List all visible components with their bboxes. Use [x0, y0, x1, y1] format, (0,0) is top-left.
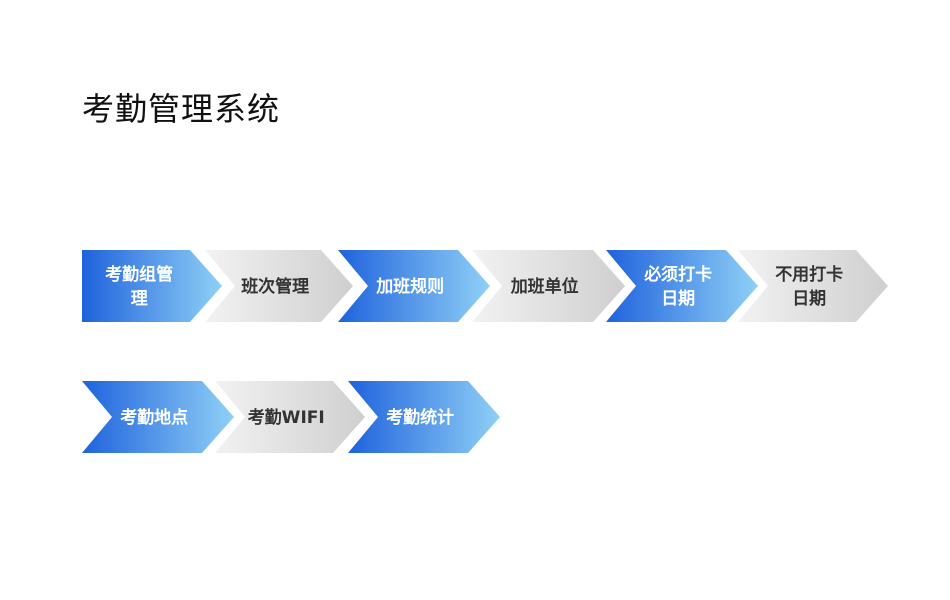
- step-label: 理: [131, 289, 148, 309]
- step-label: 考勤地点: [119, 407, 188, 428]
- chevron-shape: [472, 250, 625, 322]
- step-label: 加班单位: [510, 276, 579, 297]
- step-label: 必须打卡: [643, 264, 712, 285]
- chevron-shape: [82, 381, 234, 453]
- step-label: 加班规则: [375, 276, 444, 297]
- step-label: 不用打卡: [775, 264, 843, 285]
- chevron-shape: [338, 250, 490, 322]
- chevron-shape: [606, 250, 758, 322]
- flow-step-s9[interactable]: 考勤统计: [348, 381, 500, 453]
- chevron-shape: [82, 250, 222, 322]
- step-label: 日期: [661, 289, 695, 309]
- flow-step-s4[interactable]: 加班单位: [472, 250, 625, 322]
- chevron-shape: [205, 250, 353, 322]
- step-label: 日期: [792, 289, 826, 309]
- page-title: 考勤管理系统: [82, 90, 281, 128]
- flow-step-s8[interactable]: 考勤WIFI: [215, 381, 365, 453]
- flow-step-s7[interactable]: 考勤地点: [82, 381, 234, 453]
- step-label: 考勤组管: [104, 264, 173, 285]
- flow-step-s2[interactable]: 班次管理: [205, 250, 353, 322]
- step-label: 班次管理: [241, 276, 309, 297]
- chevron-shape: [215, 381, 365, 453]
- step-label: 考勤WIFI: [247, 407, 325, 428]
- chevron-shape: [348, 381, 500, 453]
- flow-step-s3[interactable]: 加班规则: [338, 250, 490, 322]
- chevron-shape: [738, 250, 888, 322]
- step-label: 考勤统计: [385, 407, 454, 428]
